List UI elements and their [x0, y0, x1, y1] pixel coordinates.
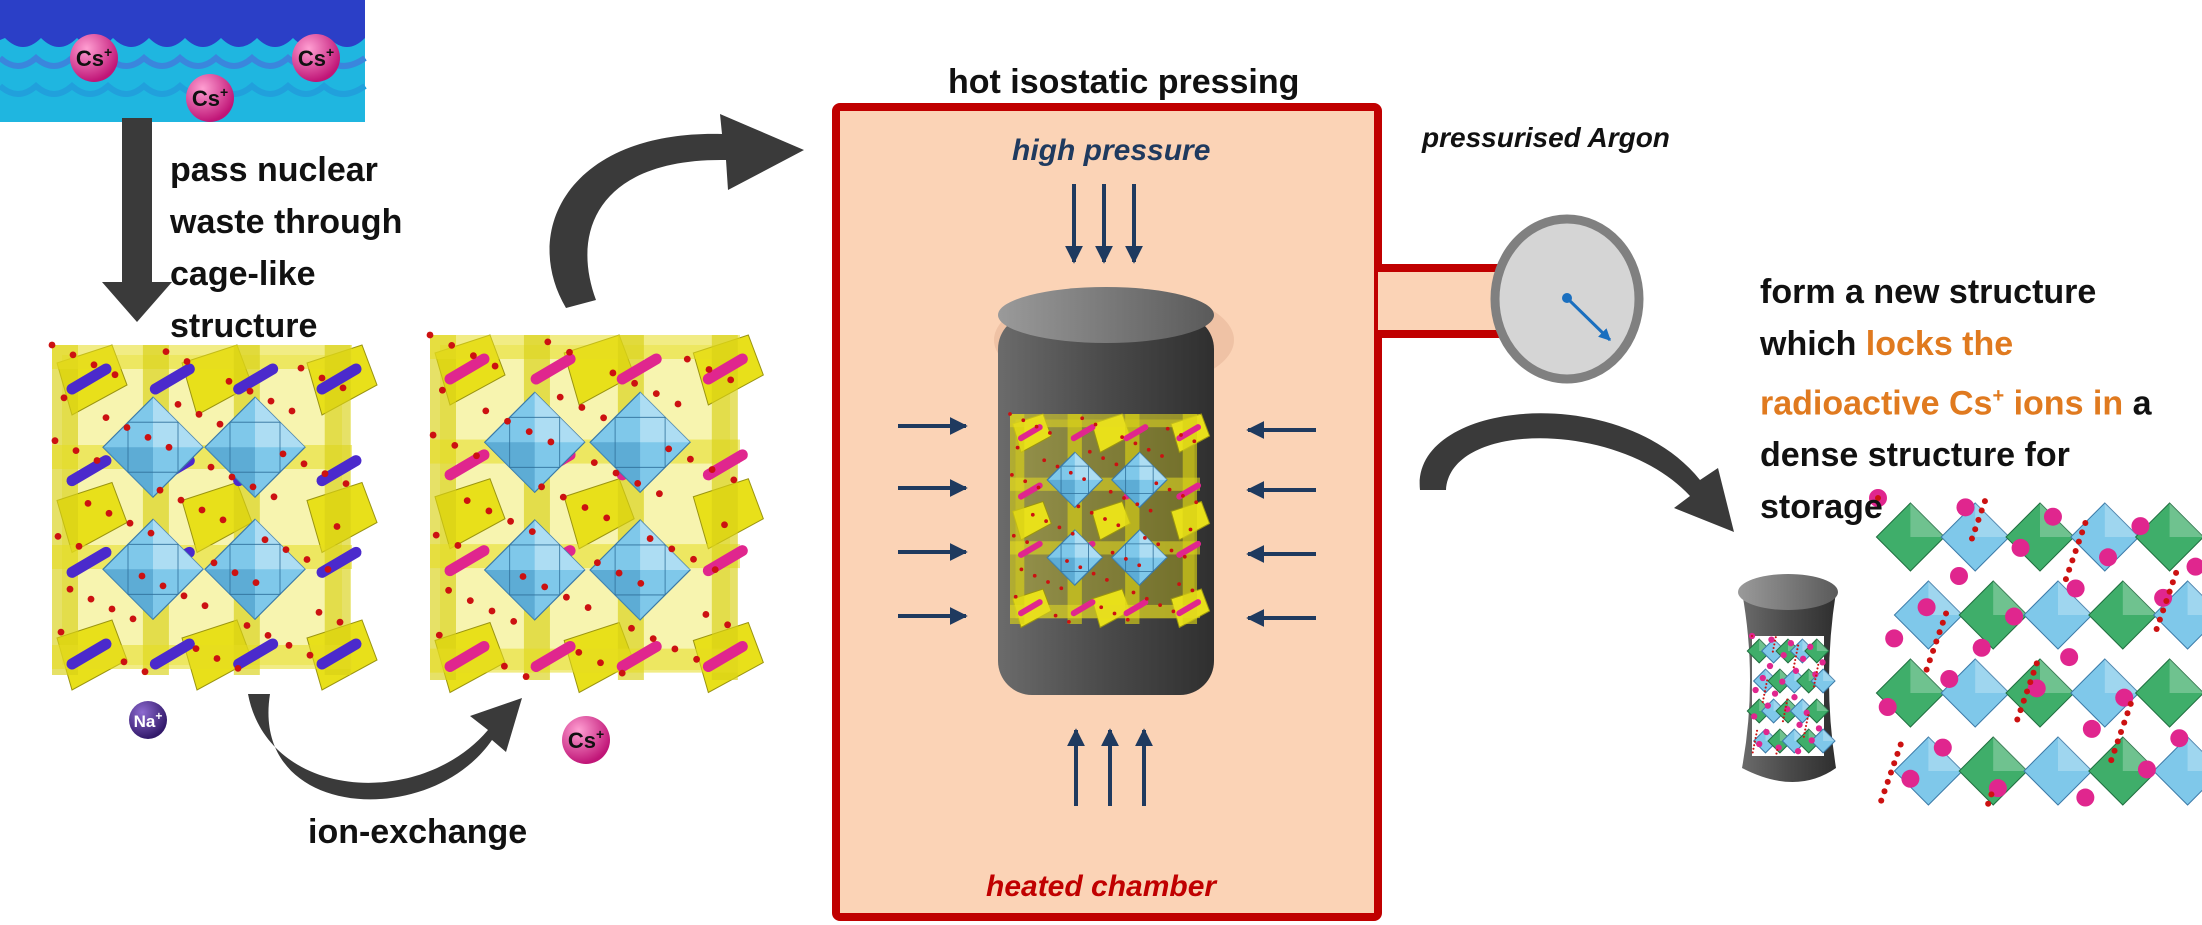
pressure-gauge-icon: [1490, 214, 1644, 384]
down-arrow: [102, 118, 172, 322]
step1-label: pass nuclear waste through cage-like str…: [170, 151, 403, 345]
svg-text:Na+: Na+: [134, 709, 163, 731]
svg-text:Cs+: Cs+: [192, 84, 228, 111]
ion-exchange-label: ion-exchange: [308, 813, 528, 851]
svg-text:Cs+: Cs+: [568, 726, 604, 753]
hip-title: hot isostatic pressing: [948, 63, 1300, 101]
cs-ion: Cs+: [70, 34, 118, 82]
high-pressure-label: high pressure: [1012, 134, 1211, 167]
argon-label: pressurised Argon: [1422, 122, 1670, 153]
to-chamber-arrow: [549, 114, 804, 308]
pressure-arrows: [898, 184, 1316, 806]
ion-exchange-arrow: [248, 694, 522, 800]
na-cage-structure: [48, 341, 378, 691]
svg-text:Cs+: Cs+: [76, 44, 112, 71]
cs-ion: Cs+: [292, 34, 340, 82]
result-label: form a new structure which locks the rad…: [1760, 273, 2152, 527]
product-canister: [1738, 574, 1838, 782]
svg-text:Cs+: Cs+: [298, 44, 334, 71]
dense-cs-structure: [1869, 489, 2202, 810]
cs-ion: Cs+: [562, 716, 610, 764]
to-product-arrow: [1419, 413, 1734, 532]
heated-chamber-label: heated chamber: [986, 870, 1217, 903]
cs-cage-structure: [426, 331, 764, 694]
sample-canister: [994, 287, 1234, 695]
na-ion: Na+: [129, 701, 167, 739]
cs-ion: Cs+: [186, 74, 234, 122]
